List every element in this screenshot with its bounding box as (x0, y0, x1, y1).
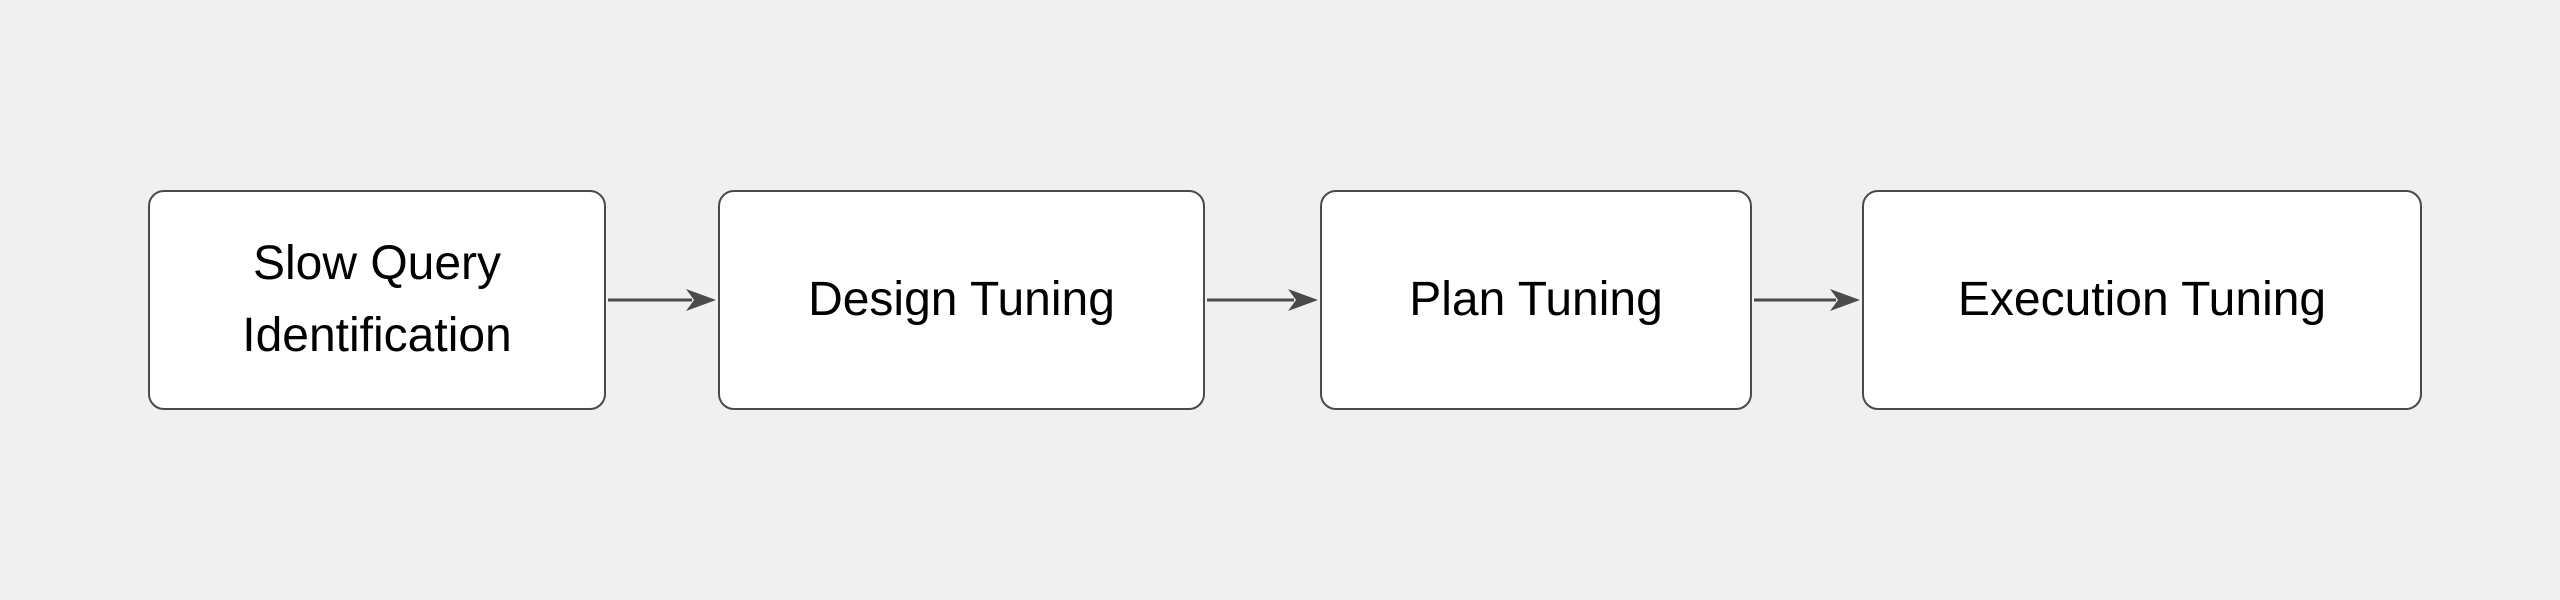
flow-arrow-3 (1754, 289, 1860, 311)
node-label: Design Tuning (808, 273, 1115, 326)
node-design-tuning: Design Tuning (718, 190, 1205, 410)
node-plan-tuning: Plan Tuning (1320, 190, 1752, 410)
arrowhead-icon (1288, 289, 1318, 311)
flow-arrow-2 (1207, 289, 1318, 311)
flow-arrow-1 (608, 289, 716, 311)
node-label: Execution Tuning (1957, 273, 2327, 326)
node-label: Plan Tuning (1409, 273, 1663, 326)
node-execution-tuning: Execution Tuning (1862, 190, 2422, 410)
node-label: Slow Query Identification (242, 237, 512, 362)
node-slow-query-identification: Slow Query Identification (148, 190, 606, 410)
arrowhead-icon (1830, 289, 1860, 311)
arrowhead-icon (686, 289, 716, 311)
